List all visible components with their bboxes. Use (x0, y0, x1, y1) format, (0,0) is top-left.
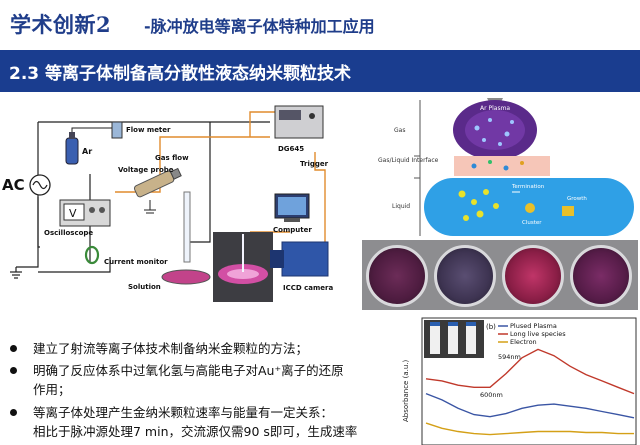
voltage-probe-icon (133, 167, 182, 198)
ar-label: Ar (82, 147, 92, 156)
solution-label: Solution (128, 283, 161, 291)
section-banner: 2.3 等离子体制备高分散性液态纳米颗粒技术 (0, 50, 640, 92)
bullet-text: 等离子体处理产生金纳米颗粒速率与能量有一定关系： (33, 405, 334, 420)
sample-dish (570, 245, 632, 307)
setup-schematic-drawing: AC Flow meter Ar Gas flow Voltage probe … (2, 105, 333, 302)
gas-flow-label: Gas flow (155, 154, 189, 162)
trigger-label: Trigger (300, 160, 329, 168)
findings-list: 建立了射流等离子体技术制备纳米金颗粒的方法； 明确了反应体系中过氧化氢与高能电子… (0, 323, 400, 445)
slide-title: 学术创新2 (10, 12, 112, 37)
bullet-continuation: 相比于脉冲源处理7 min，交流源仅需90 s即可，生成速率 (33, 424, 358, 439)
interface-band (454, 156, 550, 176)
legend-entry: Long live species (510, 330, 566, 338)
bullet-continuation: 作用； (33, 382, 71, 397)
bullet-icon (10, 367, 17, 374)
plasma-liquid-diagram: Gas Gas/Liquid Interface Liquid Ar Plasm… (362, 96, 638, 238)
legend-entry: Electron (510, 338, 537, 346)
ac-label: AC (2, 176, 25, 194)
absorbance-chart-svg: Absorbance (a.u.) (b) Plused Plasma Long… (402, 317, 637, 445)
flow-meter-icon (111, 121, 123, 139)
series-line (425, 348, 635, 395)
growth-label: Growth (567, 196, 587, 202)
sample-dish (502, 245, 564, 307)
list-item: 等离子体处理产生金纳米颗粒速率与能量有一定关系： (10, 403, 400, 423)
list-item: 建立了射流等离子体技术制备纳米金颗粒的方法； (10, 339, 400, 359)
sample-dish (434, 245, 496, 307)
ar-plasma-label: Ar Plasma (480, 105, 510, 112)
current-monitor-icon (84, 245, 100, 265)
list-item: 明确了反应体系中过氧化氢与高能电子对Au⁺离子的还原 (10, 361, 400, 381)
flow-meter-label: Flow meter (126, 126, 171, 134)
termination-label: Termination (511, 184, 545, 190)
peak-annotation: 594nm (498, 353, 521, 361)
setup-schematic: AC Flow meter Ar Gas flow Voltage probe … (0, 92, 360, 312)
bullet-icon (10, 345, 17, 352)
panel-label: (b) (486, 323, 496, 331)
interface-zone-label: Gas/Liquid Interface (378, 157, 439, 164)
computer-label: Computer (273, 226, 312, 234)
liquid-zone-label: Liquid (392, 203, 410, 210)
y-axis-label: Absorbance (a.u.) (402, 360, 410, 422)
solution-dish-icon (161, 269, 211, 285)
peak-annotation: 600nm (480, 391, 503, 399)
voltage-probe-label: Voltage probe (118, 166, 174, 174)
oscilloscope-v-label: V (69, 207, 77, 220)
ar-cylinder-icon (65, 137, 79, 165)
jet-tube-icon (183, 191, 191, 263)
section-title: 2.3 等离子体制备高分散性液态纳米颗粒技术 (9, 64, 352, 84)
slide-subtitle: -脉冲放电等离子体特种加工应用 (144, 17, 375, 36)
bullet-icon (10, 409, 17, 416)
colloid-samples-photo (362, 240, 638, 310)
bullet-text: 明确了反应体系中过氧化氢与高能电子对Au⁺离子的还原 (33, 363, 344, 378)
gas-zone-label: Gas (394, 127, 405, 134)
plasma-liquid-drawing: Gas Gas/Liquid Interface Liquid Ar Plasm… (378, 98, 634, 236)
bullet-text: 建立了射流等离子体技术制备纳米金颗粒的方法； (33, 341, 309, 356)
current-monitor-label: Current monitor (104, 258, 168, 266)
series-line (425, 392, 635, 419)
absorbance-chart: Absorbance (a.u.) (b) Plused Plasma Long… (398, 312, 640, 445)
series-line (425, 422, 634, 436)
iccd-camera-label: ICCD camera (283, 284, 333, 292)
iccd-camera-icon (281, 241, 329, 277)
dg645-label: DG645 (278, 145, 304, 153)
oscilloscope-label: Oscilloscope (44, 229, 93, 237)
legend-entry: Plused Plasma (510, 322, 557, 330)
slide-header: 学术创新2 -脉冲放电等离子体特种加工应用 (0, 0, 640, 50)
series-layer (425, 348, 635, 436)
sample-dish (366, 245, 428, 307)
cluster-label: Cluster (522, 220, 542, 226)
